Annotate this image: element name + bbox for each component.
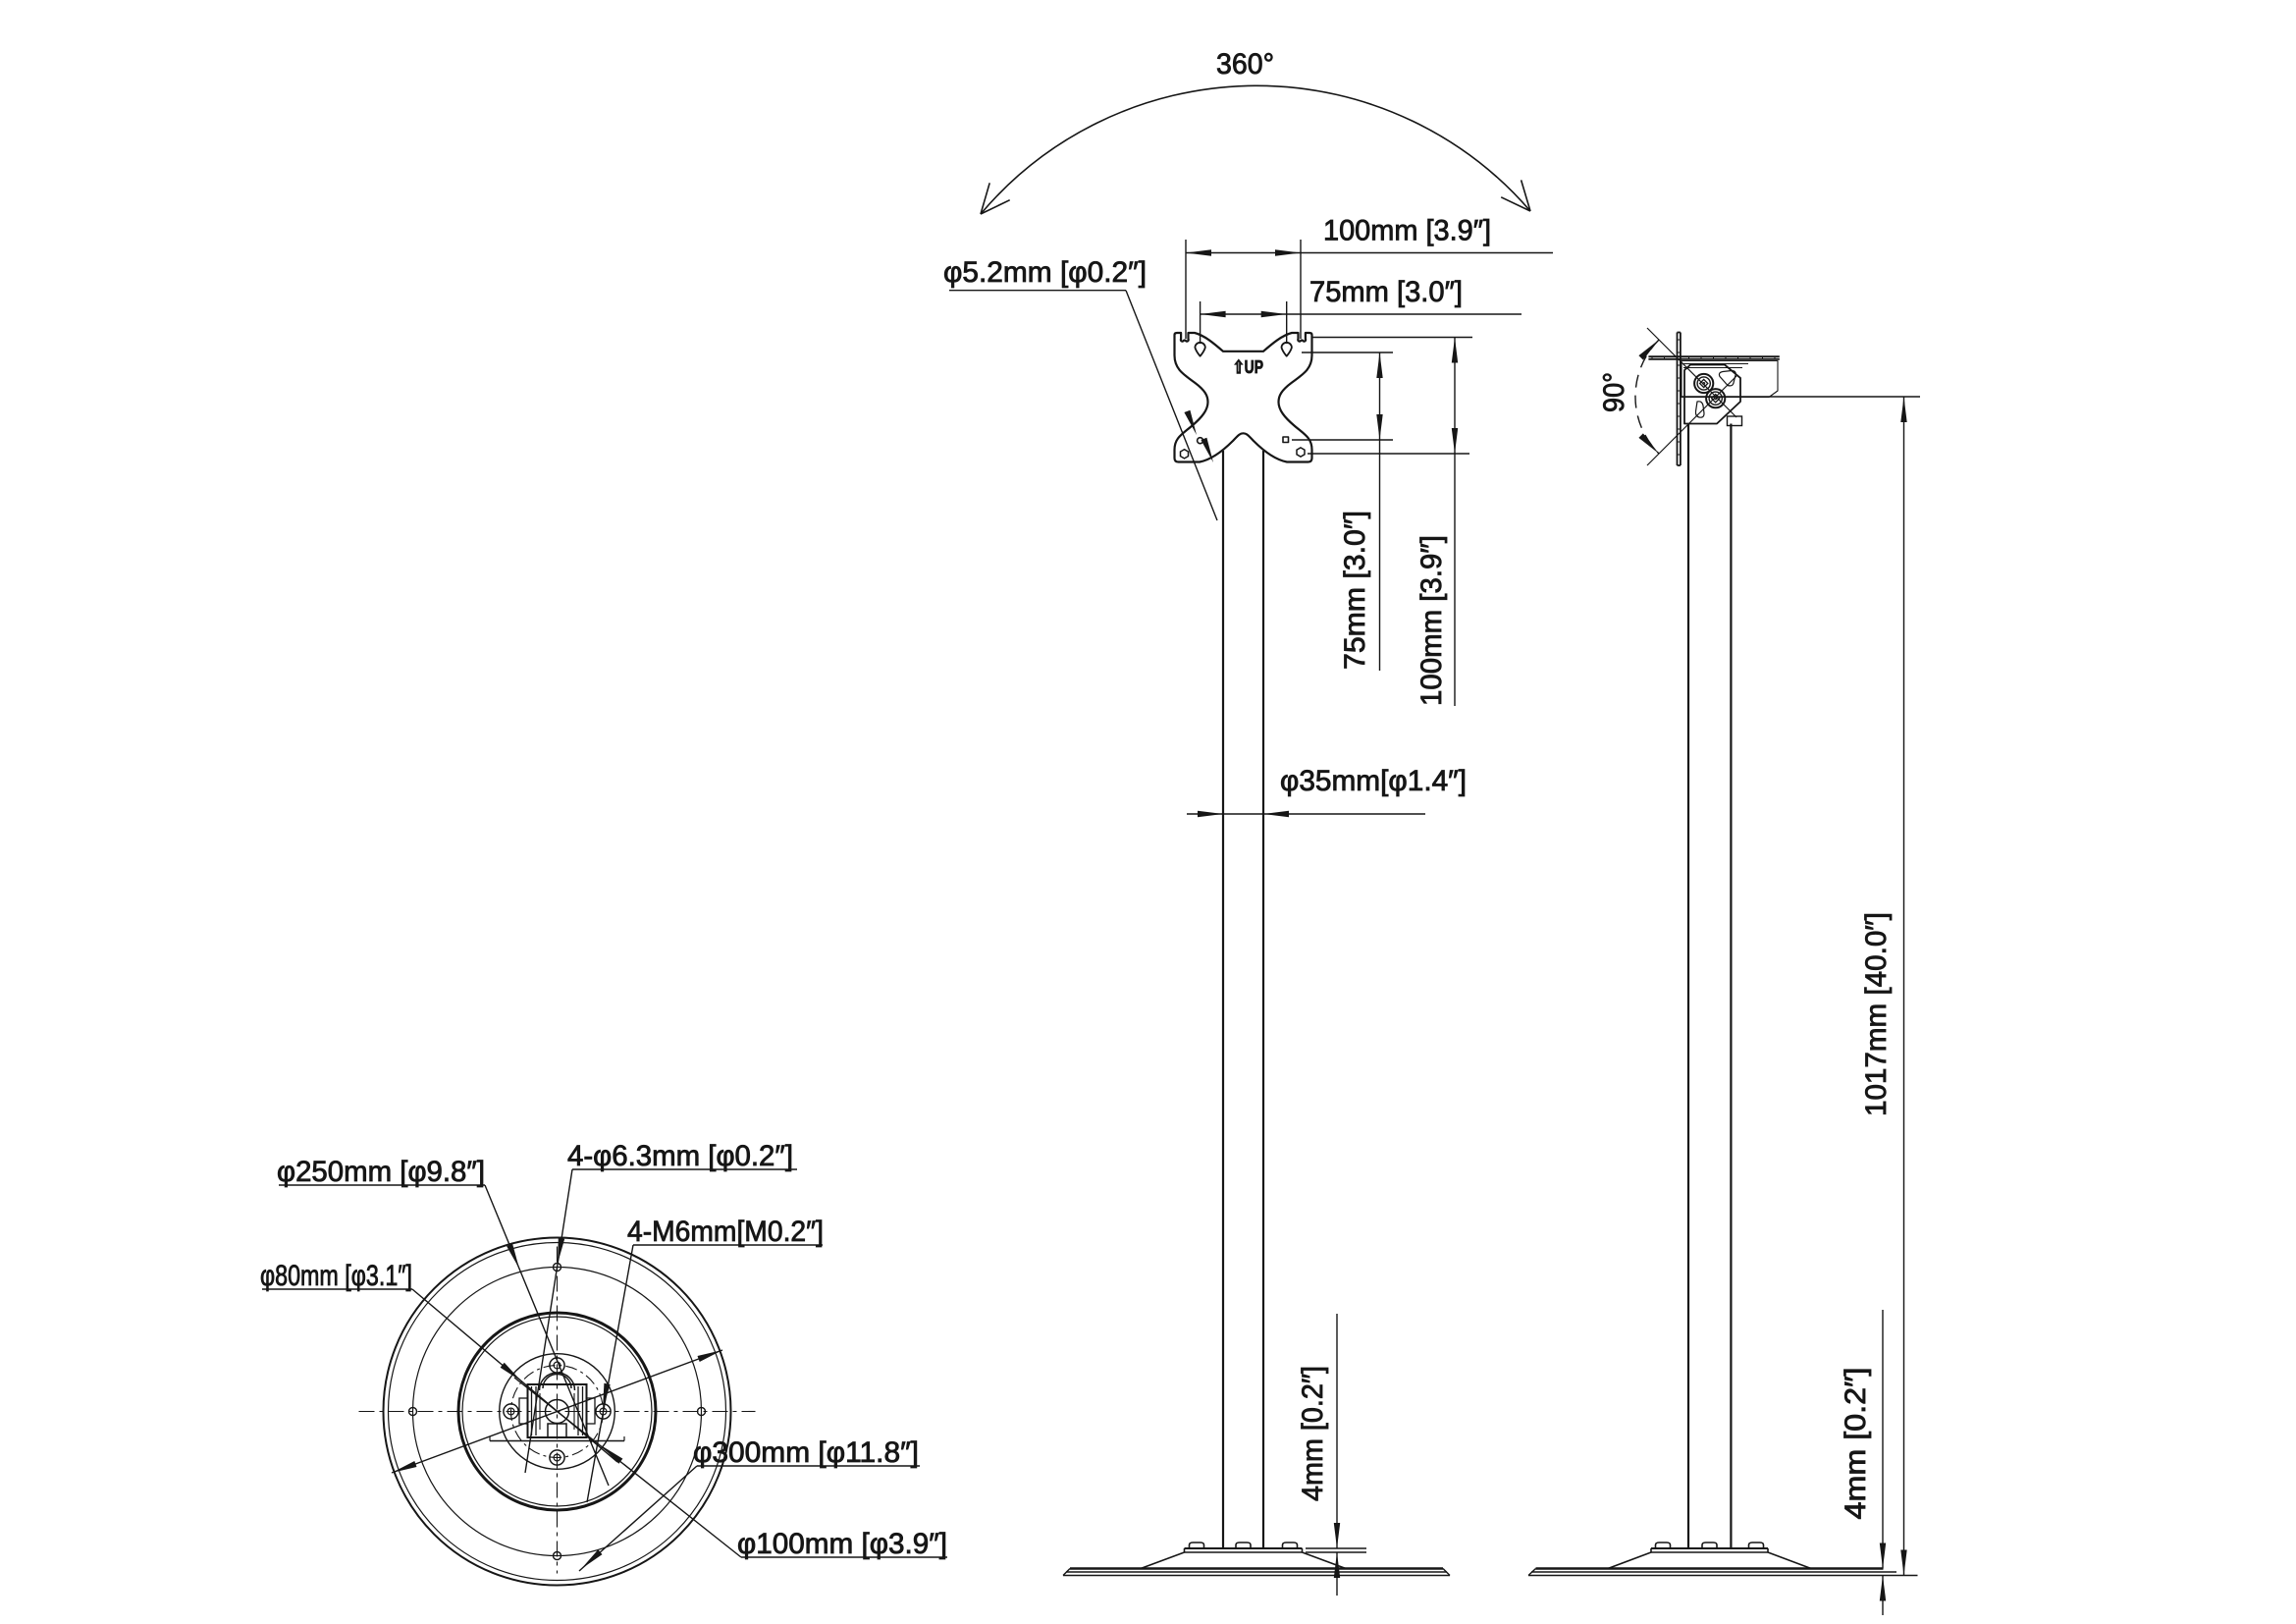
svg-text:90°: 90° [1598,372,1630,412]
svg-text:⇧UP: ⇧UP [1233,357,1263,377]
svg-text:75mm [3.0″]: 75mm [3.0″] [1339,511,1371,670]
svg-text:4mm [0.2″]: 4mm [0.2″] [1297,1366,1329,1501]
svg-text:100mm [3.9″]: 100mm [3.9″] [1415,535,1448,706]
svg-text:φ80mm [φ3.1″]: φ80mm [φ3.1″] [260,1260,412,1292]
svg-text:1017mm [40.0″]: 1017mm [40.0″] [1860,912,1893,1116]
svg-text:360°: 360° [1216,48,1274,81]
svg-text:φ300mm [φ11.8″]: φ300mm [φ11.8″] [693,1436,919,1469]
svg-text:φ250mm [φ9.8″]: φ250mm [φ9.8″] [277,1156,485,1188]
svg-text:75mm [3.0″]: 75mm [3.0″] [1309,276,1463,308]
svg-text:φ100mm [φ3.9″]: φ100mm [φ3.9″] [737,1528,947,1560]
svg-text:φ35mm[φ1.4″]: φ35mm[φ1.4″] [1280,765,1467,797]
svg-text:φ5.2mm [φ0.2″]: φ5.2mm [φ0.2″] [943,256,1147,289]
svg-text:4mm [0.2″]: 4mm [0.2″] [1840,1368,1872,1520]
svg-text:4-φ6.3mm [φ0.2″]: 4-φ6.3mm [φ0.2″] [567,1140,793,1172]
svg-text:100mm [3.9″]: 100mm [3.9″] [1323,215,1491,247]
svg-text:4-M6mm[M0.2″]: 4-M6mm[M0.2″] [627,1216,824,1248]
